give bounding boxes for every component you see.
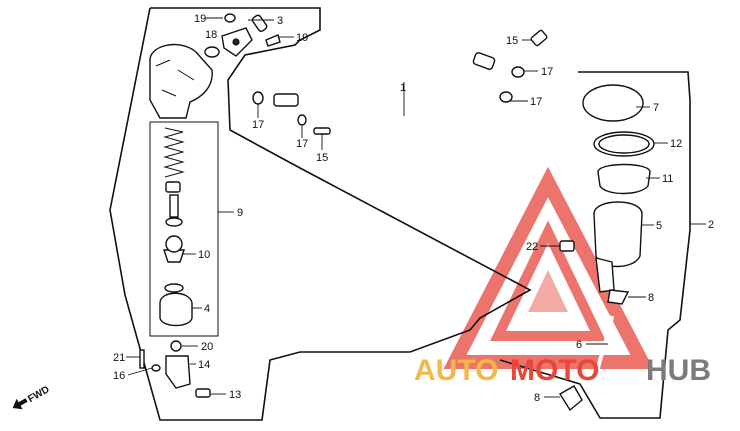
callout-6: 6	[576, 339, 582, 351]
cylinder-group-box	[149, 121, 219, 337]
callout-21: 21	[113, 352, 125, 364]
callout-1: 1	[400, 82, 406, 94]
callout-12: 12	[670, 138, 682, 150]
fwd-arrow-icon: FWD	[12, 384, 51, 410]
callout-10: 10	[198, 249, 210, 261]
callout-17-top: 17	[541, 66, 553, 78]
watermark-triangle	[443, 166, 654, 369]
callout-numbers: 19 3 18 19 15 17 17 1 17 17 15 7 12 11 5…	[113, 13, 714, 404]
callout-leaders	[126, 17, 706, 398]
callout-8-upper: 8	[648, 292, 654, 304]
callout-11: 11	[662, 173, 673, 185]
callout-13: 13	[229, 389, 241, 401]
watermark-part-hub: HUB	[646, 354, 711, 387]
callout-22: 22	[526, 241, 538, 253]
watermark-logo: AUTO MOTO HUB	[414, 354, 711, 387]
callout-17-left: 17	[252, 119, 264, 131]
watermark-part-auto: AUTO	[414, 354, 498, 387]
callout-3: 3	[277, 15, 283, 27]
assembly-outline-left	[109, 7, 532, 421]
callout-15-top: 15	[506, 35, 518, 47]
callout-15-bottom: 15	[316, 152, 328, 164]
callout-2: 2	[708, 219, 714, 231]
callout-17-center: 17	[296, 138, 308, 150]
clevis-parts	[139, 340, 211, 398]
callout-9: 9	[237, 207, 243, 219]
callout-7: 7	[653, 102, 659, 114]
reservoir-parts	[559, 84, 655, 412]
callout-5: 5	[656, 220, 662, 232]
fwd-label: FWD	[26, 384, 51, 405]
callout-20: 20	[201, 341, 213, 353]
callout-17-mid: 17	[530, 96, 542, 108]
hose	[252, 29, 548, 137]
callout-19-right: 19	[296, 32, 308, 44]
callout-4: 4	[204, 303, 210, 315]
callout-18: 18	[205, 29, 217, 41]
callout-16: 16	[113, 370, 125, 382]
watermark-part-moto: MOTO	[510, 354, 599, 387]
callout-19-top-left: 19	[194, 13, 206, 25]
assembly-outline-right	[499, 71, 691, 419]
piston-kit	[159, 181, 193, 327]
callout-14: 14	[198, 359, 210, 371]
master-cylinder-body	[149, 43, 213, 119]
callout-8-lower: 8	[534, 392, 540, 404]
hose-joint-parts	[204, 13, 281, 58]
spring	[163, 127, 185, 178]
